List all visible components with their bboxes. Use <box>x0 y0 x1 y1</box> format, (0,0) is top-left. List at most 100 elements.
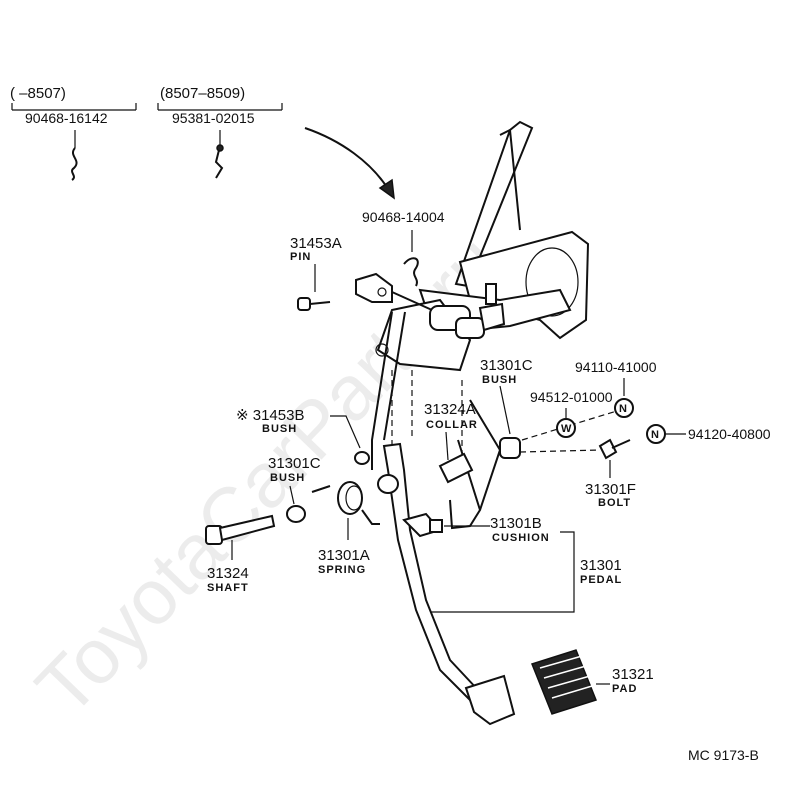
pedal-lever <box>377 442 516 726</box>
bush-31301c-left-callout: 31301C BUSH <box>268 455 321 523</box>
range-right-label: (8507–8509) <box>160 85 245 102</box>
bracket-arm-edge <box>499 128 521 231</box>
shaft-body-icon <box>218 514 276 542</box>
pad-part-number: 31321 <box>612 666 654 683</box>
bush-31301c-right-callout: 31301C BUSH <box>480 357 533 459</box>
pedal-part-number: 31301 <box>580 557 622 574</box>
bush-31301c-right-leader <box>499 385 511 435</box>
bolt-part-number: 31301F <box>585 481 636 498</box>
pad-callout: 31321 PAD <box>531 649 654 715</box>
pedal-foot-plate <box>464 674 516 726</box>
cylinder-nipple <box>485 283 497 305</box>
pad-icon <box>531 649 597 715</box>
pedal-pivot-boss <box>377 474 399 494</box>
bracket-hole <box>525 247 579 317</box>
nut-symbol: N <box>619 403 628 415</box>
spring-coil-inner-icon <box>345 485 363 511</box>
bolt-name: BOLT <box>598 497 631 509</box>
collar-name: COLLAR <box>426 419 478 431</box>
collar-icon <box>438 452 474 484</box>
range-left-bracket <box>11 103 137 111</box>
bush-31301c-right-part-number: 31301C <box>480 357 533 374</box>
bracket-lower-hole <box>375 343 389 357</box>
pin-part-number: 31453A <box>290 235 342 252</box>
spring-tail-icon <box>311 485 331 493</box>
bush-31301c-left-icon <box>286 505 306 523</box>
cylinder-block <box>478 302 506 332</box>
bush-31453b-leader <box>330 415 361 449</box>
cushion-part-number: 31301B <box>490 515 542 532</box>
bracket-side-rail-inner <box>383 311 406 441</box>
spring-callout: 31301A SPRING <box>311 481 380 576</box>
bolt-head-icon <box>598 438 618 460</box>
washer-callout: 94512-01000 W <box>530 389 613 438</box>
align-line-bolt-2 <box>519 449 601 453</box>
clip-left-icon <box>71 147 78 181</box>
clevis-hole <box>377 287 387 297</box>
washer-symbol-icon <box>556 418 576 438</box>
pin-head-icon <box>297 297 311 311</box>
bracket-side-rail <box>371 311 393 470</box>
pedal-callout: 31301 PEDAL <box>430 531 622 613</box>
nut2-callout: N 94120-40800 <box>646 424 771 444</box>
pin-shank-icon <box>309 301 331 305</box>
range-left-group: ( –8507) 90468-16142 <box>10 85 137 181</box>
nut2-part-number: 94120-40800 <box>688 426 771 442</box>
bush-31453b-part-number: ※ 31453B <box>236 407 304 424</box>
bush-31301c-left-part-number: 31301C <box>268 455 321 472</box>
bush-31301c-left-name: BUSH <box>270 472 305 484</box>
bush-31301c-left-leader <box>289 485 295 505</box>
bracket-hook <box>449 439 482 530</box>
bush-31453b-name: BUSH <box>262 423 297 435</box>
range-right-bracket <box>157 103 283 111</box>
bush-31301c-right-name: BUSH <box>482 374 517 386</box>
spring-name: SPRING <box>318 564 366 576</box>
shaft-callout: 31324 SHAFT <box>205 514 276 594</box>
bush-31453b-callout: ※ 31453B BUSH <box>236 407 370 465</box>
nut-part-number: 94110-41000 <box>575 359 657 375</box>
cotter-pin-head-icon <box>216 144 224 152</box>
pad-ribs-icon <box>539 655 593 699</box>
pad-name: PAD <box>612 683 637 695</box>
pin-callout: 31453A PIN <box>290 235 342 311</box>
cushion-callout: 31301B CUSHION <box>444 515 550 544</box>
washer-part-number: 94512-01000 <box>530 389 613 405</box>
shaft-name: SHAFT <box>207 582 249 594</box>
push-rod <box>391 291 433 311</box>
drawing-code: MC 9173-B <box>688 747 759 763</box>
range-left-label: ( –8507) <box>10 85 66 102</box>
nut2-symbol: N <box>651 429 660 441</box>
range-right-group: (8507–8509) 95381-02015 <box>157 85 283 179</box>
pedal-bracket <box>355 120 590 530</box>
bush-31301c-right-icon <box>499 437 521 459</box>
range-left-part-number: 90468-16142 <box>25 110 108 126</box>
clip-14004-icon <box>403 257 419 287</box>
bolt-shank-icon <box>611 439 631 449</box>
pedal-bracket-leader <box>430 531 575 613</box>
clip-14004-part-number: 90468-14004 <box>362 209 445 225</box>
nut-symbol-icon <box>614 398 634 418</box>
clevis <box>355 272 393 303</box>
shaft-part-number: 31324 <box>207 565 249 582</box>
spring-part-number: 31301A <box>318 547 370 564</box>
washer-symbol: W <box>561 423 572 435</box>
pedal-name: PEDAL <box>580 574 622 586</box>
collar-callout: 31324A COLLAR <box>424 401 478 484</box>
bracket-arm <box>454 120 534 288</box>
cushion-icon <box>429 519 443 533</box>
arrow-head-icon <box>378 178 395 200</box>
curve-arrow-line <box>304 127 391 193</box>
range-right-part-number: 95381-02015 <box>172 110 255 126</box>
cushion-name: CUSHION <box>492 532 550 544</box>
nut-callout: 94110-41000 N <box>575 359 657 418</box>
cotter-pin-icon <box>214 145 224 179</box>
clip-14004-callout: 90468-14004 <box>362 209 445 287</box>
spring-hook-icon <box>361 509 380 525</box>
bush-31453b-icon <box>354 451 370 465</box>
collar-part-number: 31324A <box>424 401 476 418</box>
pin-name: PIN <box>290 251 311 263</box>
collar-leader <box>445 431 449 461</box>
bolt-callout: 31301F BOLT <box>585 438 636 509</box>
